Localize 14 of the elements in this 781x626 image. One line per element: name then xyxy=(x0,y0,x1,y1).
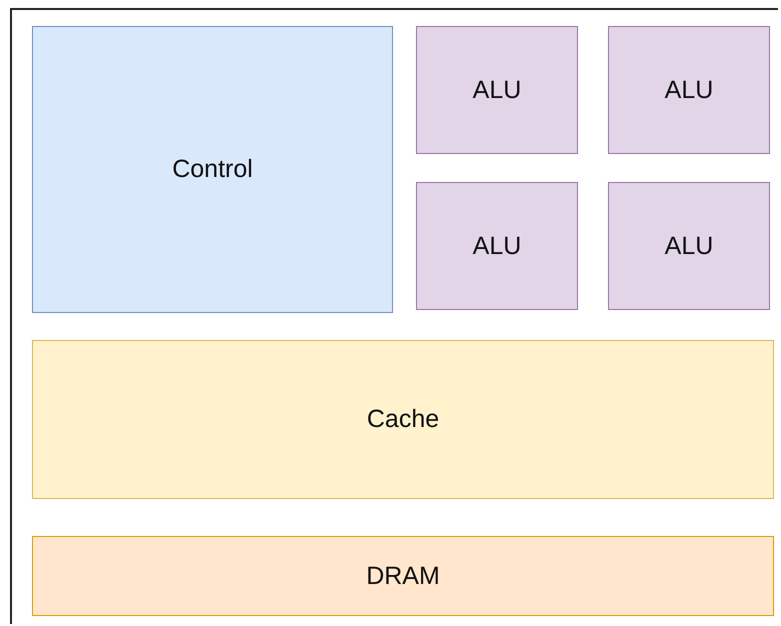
dram-block xyxy=(32,536,774,616)
block-label: DRAM xyxy=(366,562,440,590)
block-label: ALU xyxy=(472,76,522,104)
control-unit-block xyxy=(32,26,393,313)
alu-block xyxy=(608,182,770,310)
block-label: Control xyxy=(172,155,253,184)
block-label: ALU xyxy=(664,76,714,104)
alu-block xyxy=(608,26,770,154)
alu-block xyxy=(416,182,578,310)
cache-block xyxy=(32,340,774,499)
block-label: ALU xyxy=(472,232,522,260)
block-label: Cache xyxy=(366,405,440,434)
alu-block xyxy=(416,26,578,154)
block-label: ALU xyxy=(664,232,714,260)
